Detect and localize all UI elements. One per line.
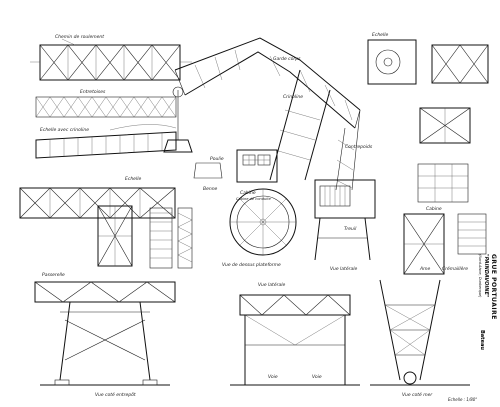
label-vue-plateforme: Vue de dessus plateforme bbox=[222, 262, 281, 268]
label-garde-corps: Garde corps bbox=[273, 56, 301, 62]
label-echelle-2: Echelle bbox=[372, 32, 388, 38]
portal-view-mer: Voie Voie Vue latérale bbox=[230, 281, 360, 386]
side-lateral-view: Treuil Vue latérale bbox=[314, 179, 376, 272]
label-chemin-rail: Chemin de roulement bbox=[55, 34, 104, 40]
label-cremaillere: Crémaillère bbox=[442, 265, 468, 272]
platform-plan-view: Vue de dessus plateforme bbox=[222, 188, 297, 268]
label-cabine-conduite: Cabine de conduite bbox=[236, 197, 272, 201]
right-x-panel bbox=[403, 213, 487, 275]
label-echelle-1: Echelle bbox=[125, 176, 141, 182]
top-right-cab: Echelle bbox=[367, 32, 417, 85]
square-panel-view bbox=[97, 205, 133, 267]
title-line-3: (Nord-Aisne, Dunkerque) bbox=[478, 254, 482, 298]
label-vue-mer: Vue coté mer bbox=[402, 391, 433, 398]
portal-view-right: Vue coté mer Crémaillère Ame bbox=[370, 265, 470, 398]
label-poulie: Poulie bbox=[210, 156, 224, 162]
crane-jib: Garde corps Crinoline bbox=[174, 37, 361, 129]
label-contrepoids: Contrepoids bbox=[345, 144, 373, 150]
title-line-1: GRUE PORTUAIRE bbox=[490, 254, 497, 320]
label-cabine-right: Cabine bbox=[426, 206, 442, 212]
right-tower-section: Cabine bbox=[417, 107, 471, 212]
scale-label: Echelle : 1/80° bbox=[448, 397, 478, 402]
title-block: GRUE PORTUAIRE "PAINDAVOINE" (Nord-Aisne… bbox=[476, 250, 498, 405]
label-ame: Ame bbox=[419, 266, 430, 272]
pulley-grab: Poulie Benne bbox=[163, 86, 224, 192]
right-truss-box bbox=[431, 44, 489, 84]
title-line-2: "PAINDAVOINE" bbox=[483, 254, 489, 298]
boat-text: Bateau bbox=[479, 330, 485, 350]
label-vue-laterale: Vue latérale bbox=[330, 265, 357, 272]
label-echelle-avec: Echelle avec crinoline bbox=[40, 127, 89, 133]
label-passerelle: Passerelle bbox=[42, 272, 65, 278]
crane-mast: Contrepoids bbox=[269, 69, 373, 191]
boom-ladder-view: Echelle avec crinoline bbox=[35, 124, 177, 159]
boom-plan-view: Entretoises bbox=[35, 89, 177, 118]
boom-truss-elevation: Chemin de roulement bbox=[30, 34, 192, 81]
column-end-view bbox=[149, 207, 193, 269]
label-treuil: Treuil bbox=[344, 226, 357, 232]
label-benne: Benne bbox=[203, 186, 218, 192]
portal-view-entrepot: Passerelle Vue coté entrepôt bbox=[34, 272, 176, 398]
label-vue-laterale-2: Vue latérale bbox=[258, 281, 285, 288]
label-voie-1: Voie bbox=[268, 374, 278, 380]
label-voie-2: Voie bbox=[312, 374, 322, 380]
label-entretoises: Entretoises bbox=[80, 89, 106, 95]
boat-label: Bateau bbox=[475, 330, 487, 360]
label-vue-entrepot: Vue coté entrepôt bbox=[95, 391, 136, 398]
